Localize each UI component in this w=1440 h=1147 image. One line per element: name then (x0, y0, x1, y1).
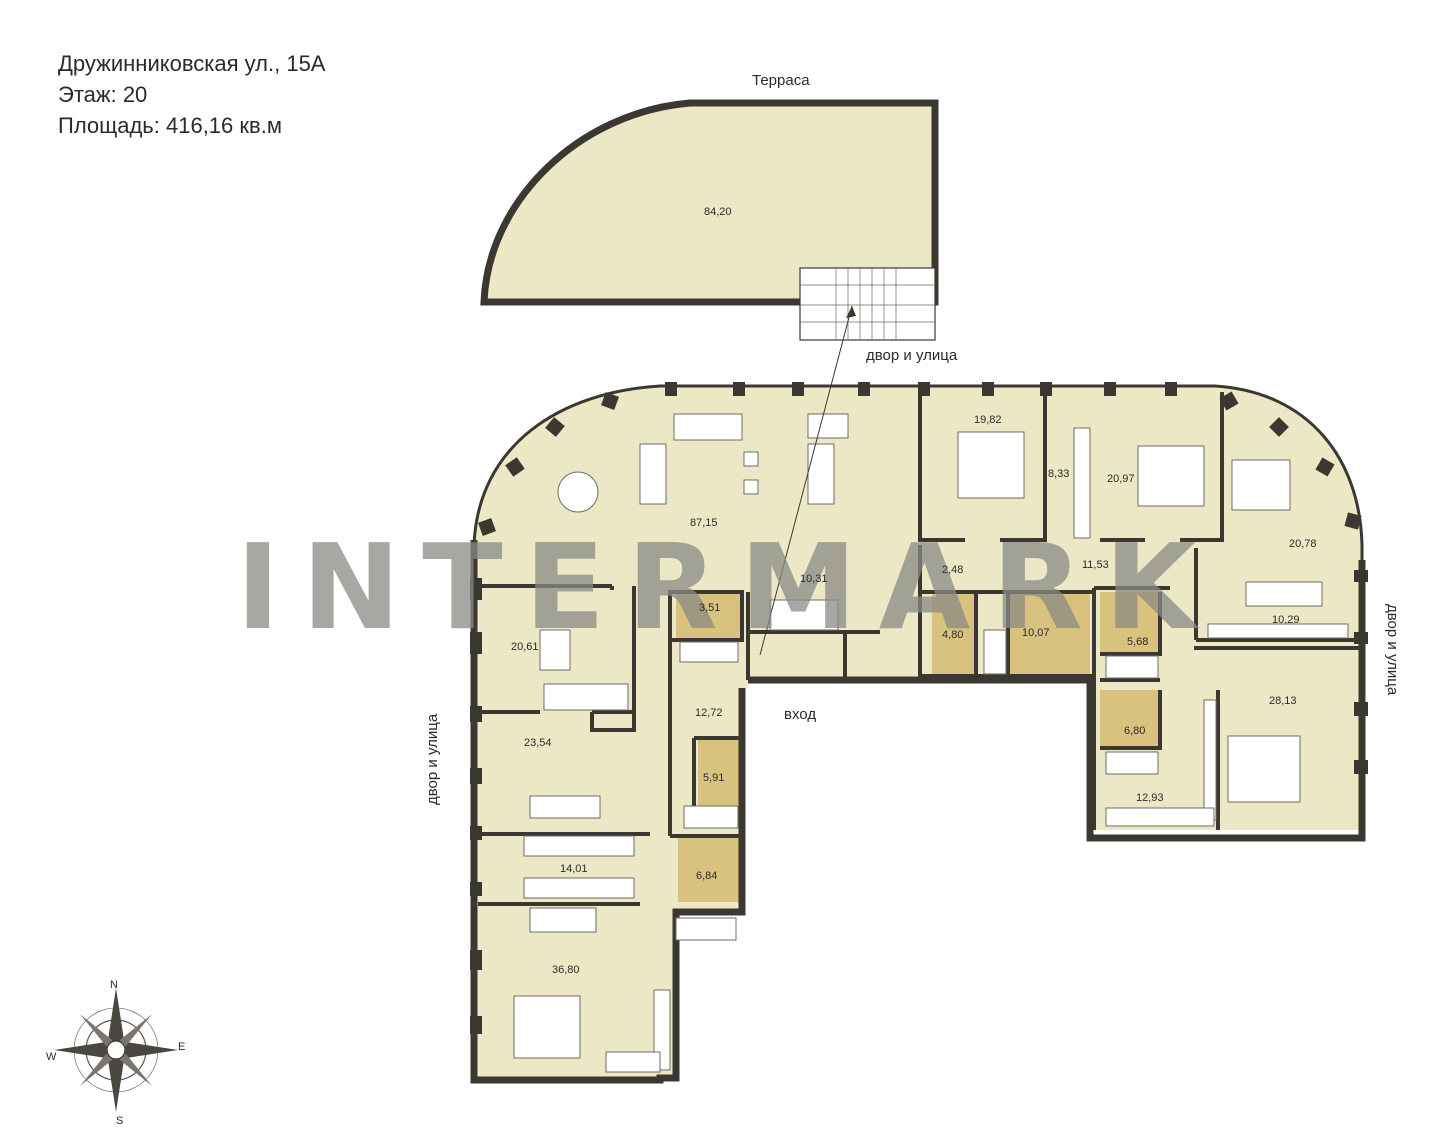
yard-top-label: двор и улица (866, 347, 958, 364)
room-4-80: 4,80 (942, 629, 963, 641)
terrace-area (480, 99, 939, 341)
room-23-54: 23,54 (524, 737, 552, 749)
room-36-80: 36,80 (552, 964, 580, 976)
room-10-31: 10,31 (800, 573, 828, 585)
area-text: Площадь: 416,16 кв.м (58, 113, 282, 138)
interior-walls (478, 392, 1362, 906)
compass-s: S (116, 1115, 123, 1127)
room-11-53: 11,53 (1082, 559, 1109, 571)
terrace-label: Терраса (752, 72, 810, 89)
room-28-13: 28,13 (1269, 695, 1297, 707)
room-5-68: 5,68 (1127, 636, 1148, 648)
room-6-84: 6,84 (696, 870, 717, 882)
floor-text: Этаж: 20 (58, 82, 148, 107)
apartment-floor (474, 386, 1362, 1078)
room-2-48: 2,48 (942, 564, 963, 576)
entrance-label: вход (784, 706, 816, 723)
room-20-97: 20,97 (1107, 473, 1135, 485)
room-3-51: 3,51 (699, 602, 720, 614)
terrace-stairs (799, 267, 936, 341)
plan-header: Дружинниковская ул., 15А Этаж: 20 Площад… (58, 48, 325, 141)
room-10-07: 10,07 (1022, 627, 1050, 639)
room-labels: 84,20 87,15 10,31 19,82 8,33 20,97 20,78… (511, 206, 1317, 976)
room-14-01: 14,01 (560, 863, 588, 875)
bathroom-fills (676, 592, 1160, 902)
room-20-61: 20,61 (511, 641, 539, 653)
address-text: Дружинниковская ул., 15А (58, 51, 326, 76)
room-terrace-area: 84,20 (704, 206, 732, 218)
room-living-area: 87,15 (690, 517, 718, 529)
outer-walls (470, 384, 1366, 1084)
room-12-72: 12,72 (695, 707, 723, 719)
compass-w: W (46, 1051, 57, 1063)
room-20-78: 20,78 (1289, 538, 1317, 550)
furniture (513, 413, 1349, 1073)
yard-right-label: двор и улица (1384, 604, 1401, 696)
room-19-82: 19,82 (974, 414, 1002, 426)
compass-e: E (178, 1041, 185, 1053)
room-6-80: 6,80 (1124, 725, 1145, 737)
stairs-arrow (759, 305, 856, 656)
room-10-29: 10,29 (1272, 614, 1300, 626)
compass-n: N (110, 979, 118, 991)
room-12-93: 12,93 (1136, 792, 1164, 804)
yard-left-label: двор и улица (424, 713, 441, 805)
compass-rose: N S E W (46, 979, 185, 1127)
facade-columns (470, 382, 1368, 1034)
room-5-91: 5,91 (703, 772, 724, 784)
room-8-33: 8,33 (1048, 468, 1069, 480)
